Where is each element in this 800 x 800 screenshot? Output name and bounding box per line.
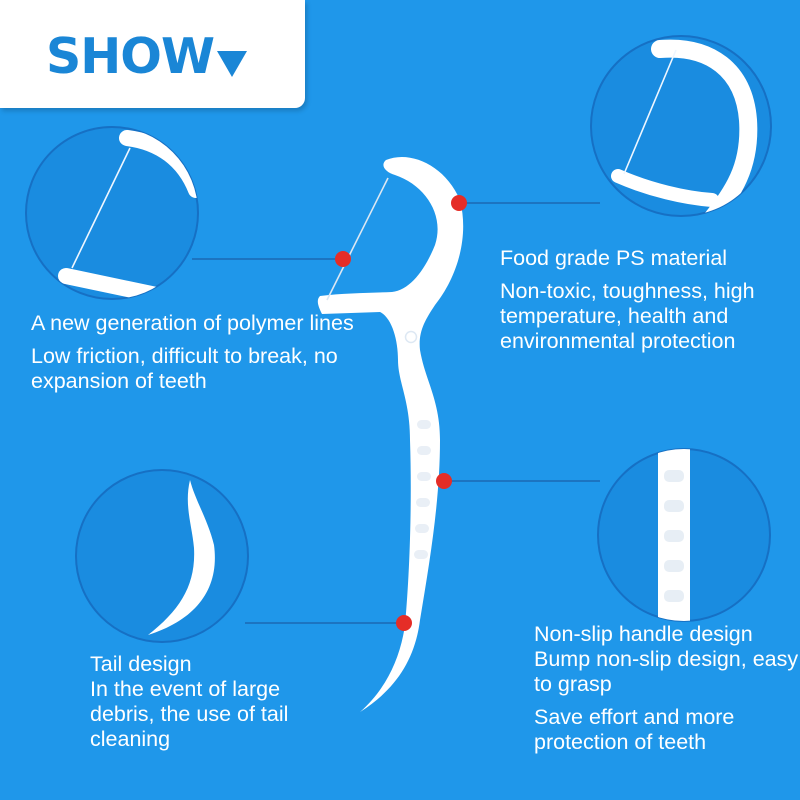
show-label: SHOW bbox=[46, 28, 215, 85]
callout-tail-detail: In the event of large debris, the use of… bbox=[90, 677, 289, 751]
zoom-circle-tail bbox=[75, 469, 249, 643]
marker-tail bbox=[396, 615, 412, 631]
callout-tail-title: Tail design bbox=[90, 652, 192, 676]
floss-pick-product bbox=[317, 156, 464, 713]
zoom-circle-head-material bbox=[590, 35, 772, 217]
callout-handle-extra: Save effort and more protection of teeth bbox=[534, 705, 735, 754]
down-triangle-icon bbox=[217, 51, 247, 77]
callout-material-title: Food grade PS material bbox=[500, 246, 728, 270]
callout-handle-title: Non-slip handle design bbox=[534, 622, 753, 646]
callout-material-detail: Non-toxic, toughness, high temperature, … bbox=[500, 279, 755, 353]
callout-tail: Tail design In the event of large debris… bbox=[90, 652, 340, 752]
marker-handle bbox=[436, 473, 452, 489]
callout-polymer-title: A new generation of polymer lines bbox=[31, 311, 354, 335]
callout-polymer-lines: A new generation of polymer lines Low fr… bbox=[31, 311, 381, 394]
show-banner: SHOW bbox=[0, 0, 305, 108]
marker-material bbox=[451, 195, 467, 211]
marker-polymer-line bbox=[335, 251, 351, 267]
zoom-circle-polymer-line bbox=[25, 126, 199, 300]
callout-polymer-detail: Low friction, difficult to break, no exp… bbox=[31, 344, 338, 393]
callout-material: Food grade PS material Non-toxic, toughn… bbox=[500, 246, 800, 354]
callout-handle: Non-slip handle design Bump non-slip des… bbox=[534, 622, 800, 755]
callout-handle-detail: Bump non-slip design, easy to grasp bbox=[534, 647, 799, 696]
zoom-circle-handle bbox=[597, 448, 771, 622]
